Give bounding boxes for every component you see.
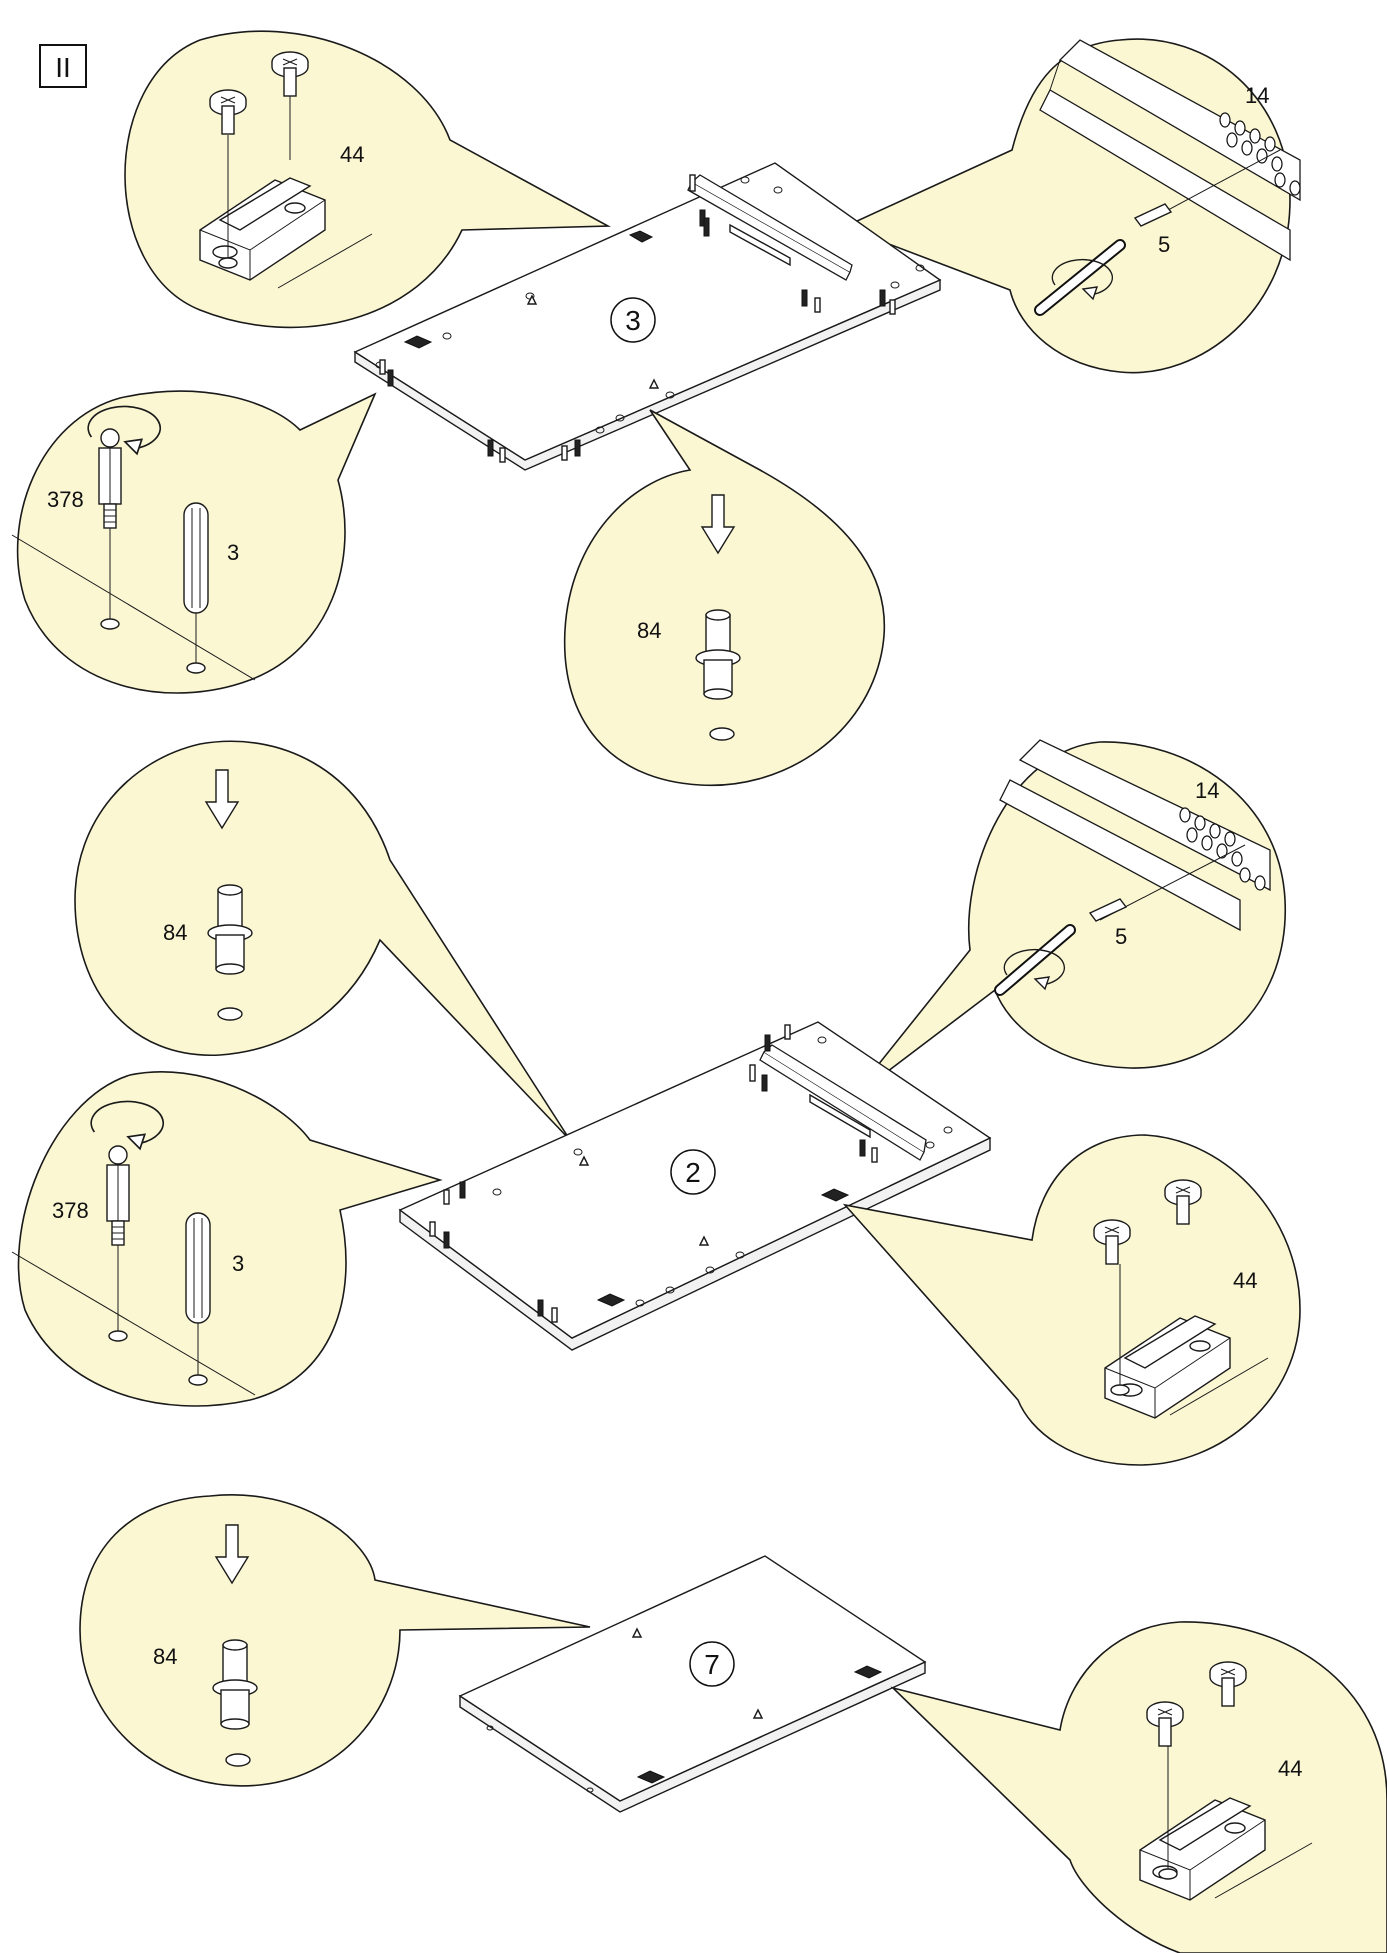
panel-3-rail <box>687 174 853 281</box>
dowel-icon <box>185 1212 211 1324</box>
label-p3-screw: 5 <box>1158 232 1170 257</box>
panel-2-holes <box>492 1036 953 1307</box>
panel-7-number: 7 <box>704 1649 720 1680</box>
panel-3-fittings <box>379 174 896 463</box>
label-p2-screw: 5 <box>1115 924 1127 949</box>
bubble-p2-rail <box>849 741 1286 1101</box>
panel-7-fittings <box>486 1627 883 1793</box>
screw-icon <box>209 89 247 135</box>
panel-2-group: 84 14 5 <box>11 739 1301 1466</box>
panel-7-board <box>458 1555 927 1802</box>
label-p2-rail-holes: 14 <box>1195 778 1219 803</box>
label-p2-pin: 84 <box>163 920 187 945</box>
bubble-p2-cambolt <box>17 1071 443 1407</box>
panel-3-group: 44 14 5 <box>11 30 1301 787</box>
label-p2-cambolt: 378 <box>52 1198 89 1223</box>
label-p3-cambolt: 378 <box>47 487 84 512</box>
screw-icon <box>1209 1661 1247 1707</box>
screw-icon <box>1164 1179 1202 1225</box>
screw-icon <box>1146 1701 1184 1747</box>
rail-detail <box>1034 39 1301 316</box>
panel-2-number: 2 <box>685 1157 701 1188</box>
bubble-p3-pin <box>563 409 886 787</box>
label-p3-rail-holes: 14 <box>1245 83 1269 108</box>
panel-3-number-circle <box>610 297 656 343</box>
label-p3-pin: 84 <box>637 618 661 643</box>
panel-7-group: 84 7 44 <box>79 1494 1387 1953</box>
label-p7-hinge: 44 <box>1278 1756 1302 1781</box>
step-label: II <box>55 52 71 83</box>
label-p2-dowel: 3 <box>232 1251 244 1276</box>
panel-7-number-circle <box>689 1641 735 1687</box>
label-p3-hinge: 44 <box>340 142 364 167</box>
label-p2-hinge: 44 <box>1233 1268 1257 1293</box>
step-label-box <box>39 44 87 88</box>
screw-icon <box>1093 1219 1131 1265</box>
label-p7-pin: 84 <box>153 1644 177 1669</box>
bubble-p2-pin <box>74 740 571 1141</box>
bubble-p7-hinge <box>890 1621 1387 1953</box>
panel-2-number-circle <box>670 1149 716 1195</box>
bubble-p7-pin <box>79 1494 591 1787</box>
label-p3-dowel: 3 <box>227 540 239 565</box>
panel-3-number: 3 <box>625 305 641 336</box>
panel-2-fittings <box>429 1024 878 1323</box>
rail-detail <box>994 739 1271 996</box>
dowel-icon <box>183 502 209 614</box>
